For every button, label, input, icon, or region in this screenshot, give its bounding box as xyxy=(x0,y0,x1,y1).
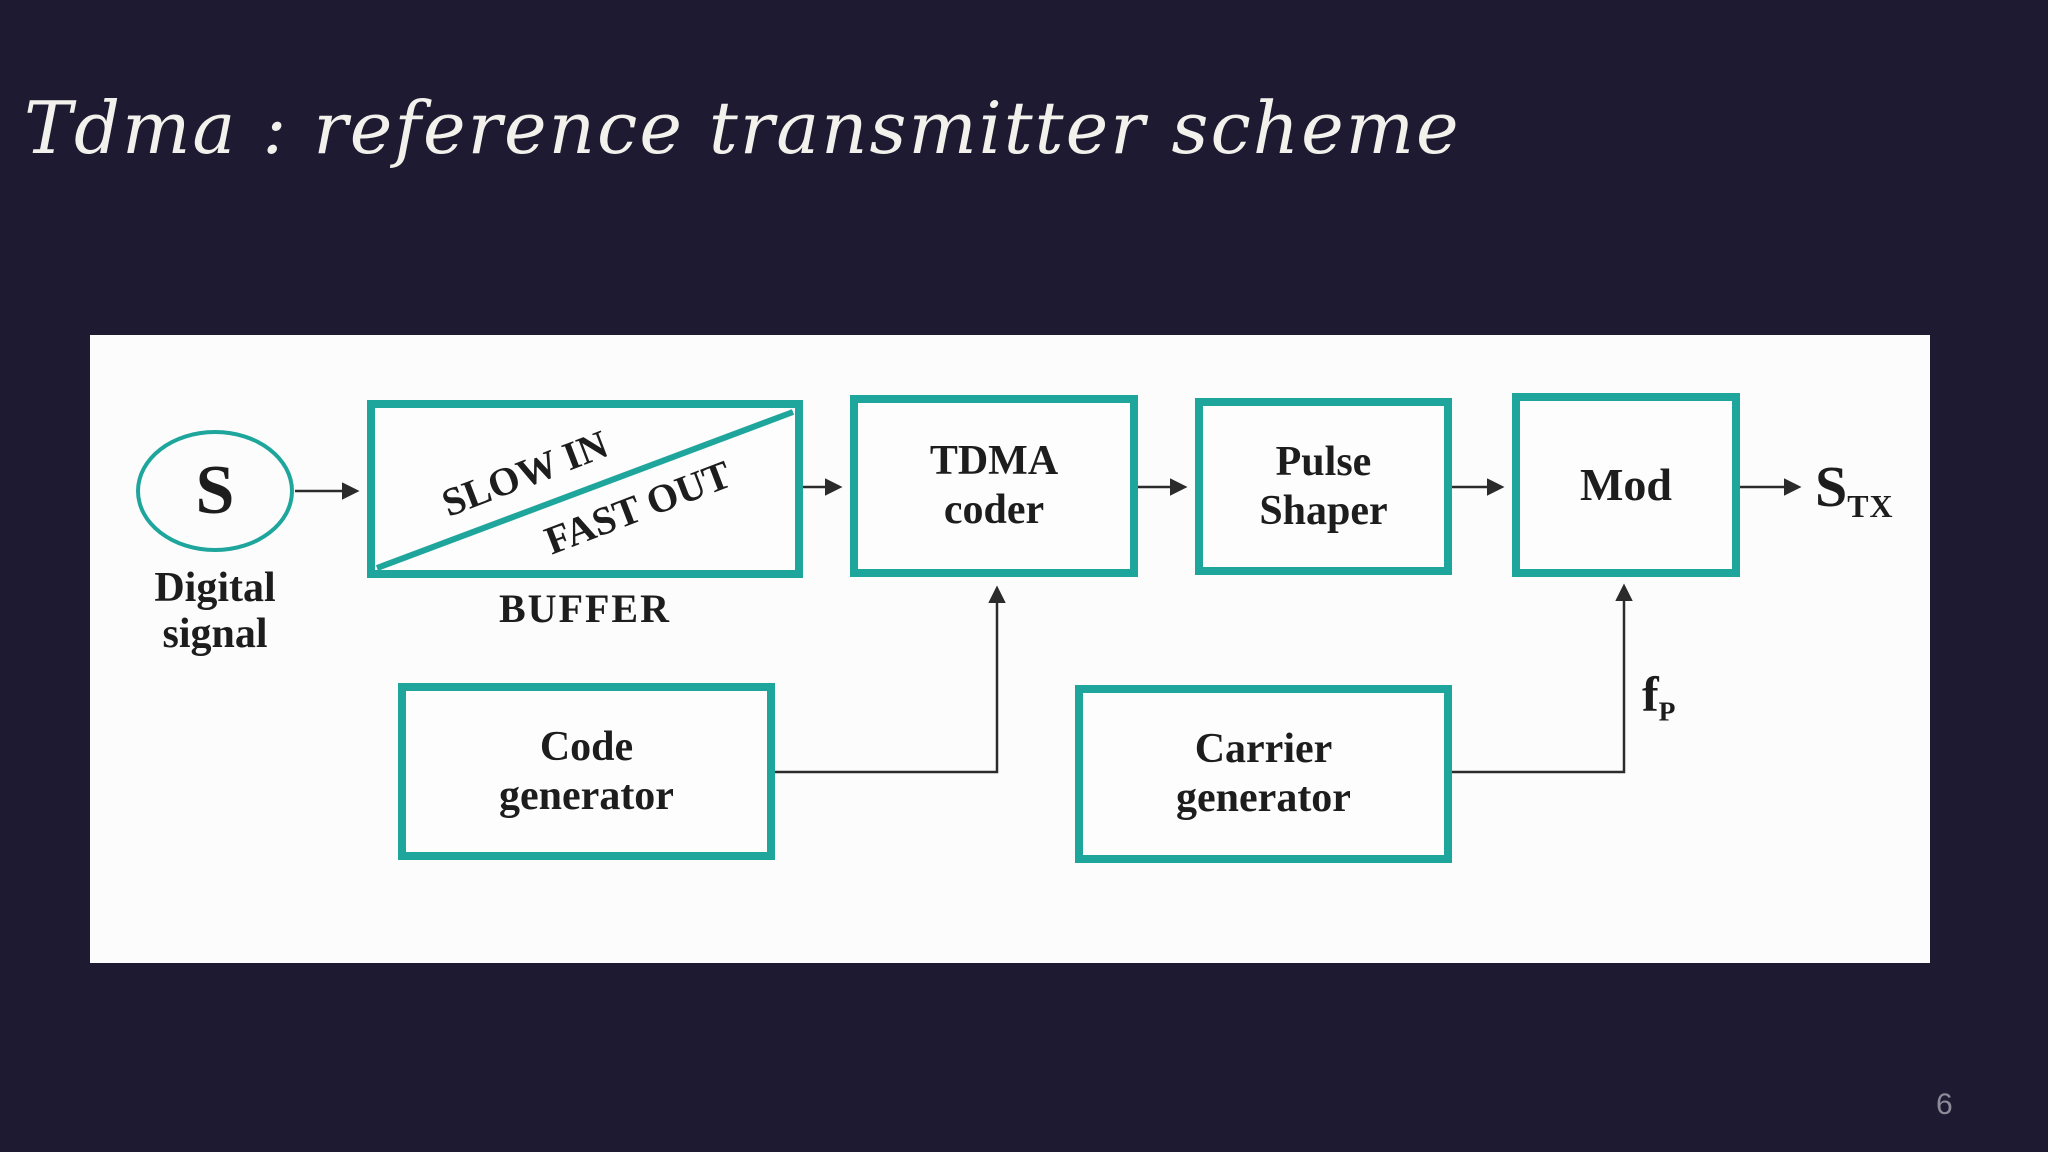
source-label: Digital signal xyxy=(115,565,315,657)
buffer-caption: BUFFER xyxy=(499,586,671,631)
source-label-line2: signal xyxy=(162,611,268,658)
code-generator-line1: Code xyxy=(539,723,634,770)
code-generator-line2: generator xyxy=(499,772,674,819)
source-symbol: S xyxy=(195,452,235,529)
output-signal-label: STX xyxy=(1815,453,1894,525)
pulse-shaper-box: Pulse Shaper xyxy=(1195,398,1452,575)
page-number: 6 xyxy=(1936,1088,1953,1121)
carrier-frequency-subscript: P xyxy=(1658,695,1677,727)
arrow-carrier-to-mod xyxy=(1452,583,1633,774)
carrier-frequency-label: fP xyxy=(1642,665,1676,728)
buffer-diagonal xyxy=(375,409,795,570)
arrow-code-to-tdma xyxy=(775,585,1006,774)
carrier-generator-line2: generator xyxy=(1176,775,1351,821)
pulse-shaper-line1: Pulse xyxy=(1275,438,1372,485)
source-label-line1: Digital xyxy=(154,565,276,611)
carrier-frequency-base: f xyxy=(1642,666,1659,722)
mod-box: Mod xyxy=(1512,393,1740,577)
tdma-coder-box: TDMA coder xyxy=(850,395,1138,577)
mod-label: Mod xyxy=(1580,459,1672,511)
output-signal-subscript: TX xyxy=(1847,489,1894,525)
carrier-generator-box: Carrier generator xyxy=(1075,685,1452,863)
slide-title: Tdma : reference transmitter scheme xyxy=(24,86,1461,170)
diagram-panel: S Digital signal SLOW IN FAST OUT BUFFER… xyxy=(90,335,1930,963)
buffer-box: SLOW IN FAST OUT xyxy=(367,400,803,578)
pulse-shaper-line2: Shaper xyxy=(1259,487,1388,534)
tdma-coder-line2: coder xyxy=(943,487,1045,533)
output-signal-base: S xyxy=(1815,454,1848,519)
source-node: S xyxy=(136,430,294,552)
carrier-generator-line1: Carrier xyxy=(1194,726,1333,773)
tdma-coder-line1: TDMA xyxy=(929,438,1059,485)
code-generator-box: Code generator xyxy=(398,683,775,860)
